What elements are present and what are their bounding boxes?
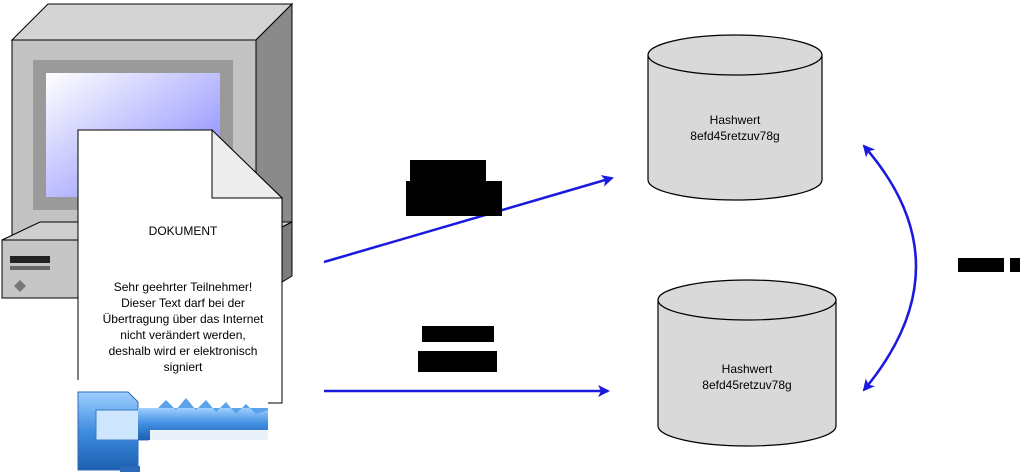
redacted-label <box>958 258 1004 272</box>
document-body-line: Dieser Text darf bei der <box>121 296 245 310</box>
document-icon <box>77 128 284 404</box>
document-body-line: Sehr geehrter Teilnehmer! <box>113 280 253 294</box>
hash-bottom-title: Hashwert <box>721 362 773 376</box>
compare-arrow <box>862 144 918 392</box>
redacted-label <box>406 181 502 216</box>
document-body-line: deshalb wird er elektronisch <box>108 344 258 358</box>
hash-top-title: Hashwert <box>709 113 761 127</box>
document-body-line: signiert <box>163 360 203 374</box>
redacted-label <box>1010 258 1020 272</box>
redacted-label <box>418 351 497 372</box>
hash-top-value: 8efd45retzuv78g <box>690 129 780 143</box>
hash-bottom-value: 8efd45retzuv78g <box>702 378 792 392</box>
document-body-line: Übertragung über das Internet <box>102 312 264 326</box>
database-icon-bottom <box>657 279 837 447</box>
arrow-to-top-hash <box>323 175 614 264</box>
redacted-label <box>422 326 494 342</box>
document-body-line: nicht verändert werden, <box>120 328 246 342</box>
key-icon <box>76 380 268 474</box>
database-icon-top <box>647 34 823 201</box>
document-title: DOKUMENT <box>148 224 218 238</box>
redacted-label <box>410 160 486 182</box>
